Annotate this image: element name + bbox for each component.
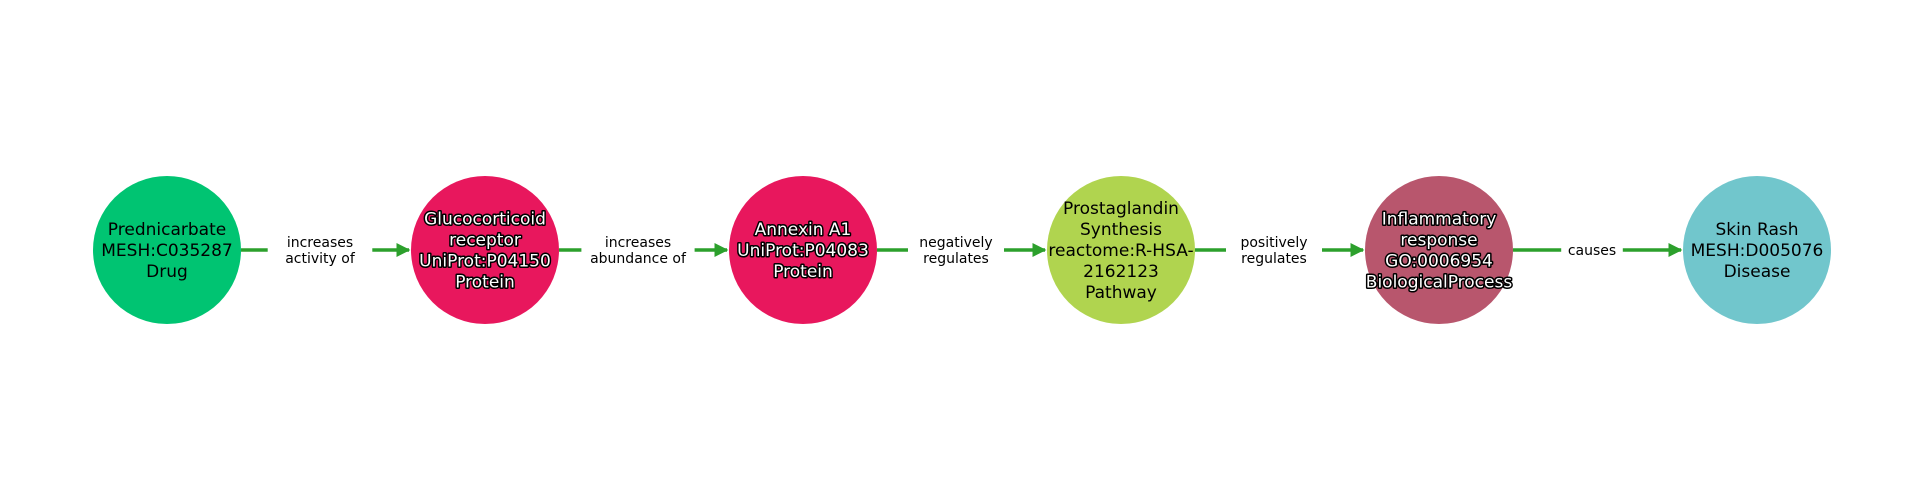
node-label: response: [1400, 231, 1477, 251]
edge-label: abundance of: [590, 251, 687, 267]
edge-label: increases: [287, 235, 353, 251]
edge-label: activity of: [285, 251, 356, 267]
edge-label-background: [1561, 241, 1623, 259]
edge-label: positively: [1240, 235, 1307, 251]
edge-label-background: [581, 233, 695, 267]
edge-inflammatory-response-to-skin-rash: causes: [1513, 241, 1683, 259]
node-label: MESH:D005076: [1691, 241, 1824, 261]
node-label: 2162123: [1083, 262, 1159, 282]
node-label: Prostaglandin: [1063, 199, 1179, 219]
edge-label-background: [267, 233, 373, 267]
node-label: Prednicarbate: [108, 220, 226, 240]
edge-label: regulates: [923, 251, 989, 267]
edge-label: causes: [1568, 243, 1616, 259]
node-inflammatory-response[interactable]: InflammatoryresponseGO:0006954Biological…: [1364, 176, 1514, 324]
node-label: receptor: [449, 231, 521, 251]
node-label: Disease: [1724, 262, 1791, 282]
node-circle: [93, 176, 241, 324]
node-circle: [1683, 176, 1831, 324]
node-label: Pathway: [1085, 283, 1157, 303]
node-label: BiologicalProcess: [1366, 273, 1513, 293]
node-circle: [1365, 176, 1513, 324]
node-label: reactome:R-HSA-: [1048, 241, 1193, 261]
node-circle: [411, 176, 559, 324]
node-glucocorticoid-receptor[interactable]: GlucocorticoidreceptorUniProt:P04150Prot…: [411, 176, 559, 324]
node-label: Inflammatory: [1382, 210, 1497, 230]
node-label: Protein: [455, 273, 515, 293]
node-label: UniProt:P04083: [737, 241, 869, 261]
node-label: Protein: [773, 262, 833, 282]
node-label: GO:0006954: [1385, 252, 1493, 272]
node-circle: [1047, 176, 1195, 324]
node-label: Synthesis: [1080, 220, 1162, 240]
edge-label-background: [1226, 233, 1322, 267]
node-label: Glucocorticoid: [424, 210, 546, 230]
node-label: MESH:C035287: [101, 241, 232, 261]
edge-label: increases: [605, 235, 671, 251]
node-circle: [729, 176, 877, 324]
node-label: Drug: [146, 262, 188, 282]
node-label: Skin Rash: [1715, 220, 1798, 240]
node-label: Annexin A1: [755, 220, 852, 240]
node-label: UniProt:P04150: [419, 252, 551, 272]
node-prostaglandin-synthesis[interactable]: ProstaglandinSynthesisreactome:R-HSA-216…: [1047, 176, 1195, 324]
edge-label: negatively: [919, 235, 992, 251]
edge-label: regulates: [1241, 251, 1307, 267]
edge-label-background: [908, 233, 1004, 267]
